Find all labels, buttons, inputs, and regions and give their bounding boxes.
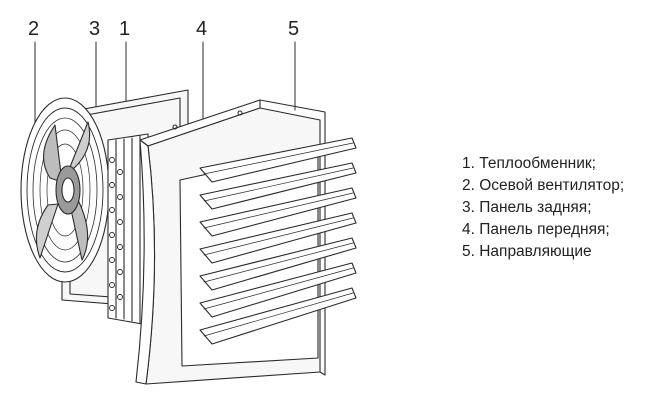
guide-vane-blade: [199, 187, 357, 237]
legend-item-heat-exchanger: 1. Теплообменник;: [462, 155, 596, 172]
guide-vane-blade: [199, 237, 357, 291]
guide-vane-edge: [203, 267, 354, 310]
guide-vane-edge: [203, 242, 354, 283]
guide-vane-edge: [203, 217, 354, 256]
louver-group: [199, 137, 357, 345]
guide-vane-edge: [203, 292, 354, 337]
guide-vane-blade: [199, 212, 357, 264]
heater-exploded-diagram: [0, 0, 357, 385]
callout-1: 1: [119, 18, 131, 40]
legend-item-guide-vanes: 5. Направляющие: [462, 243, 592, 260]
callout-2: 2: [28, 18, 40, 40]
callout-4: 4: [196, 18, 208, 40]
guide-vane-edge: [203, 142, 354, 175]
guide-vane-blade: [199, 262, 357, 318]
legend-item-axial-fan: 2. Осевой вентилятор;: [462, 177, 625, 194]
guide-vane-blade: [199, 137, 357, 183]
heat-exchanger: [107, 133, 149, 326]
guide-vane-edge: [203, 167, 354, 202]
parts-legend: 1. Теплообменник; 2. Осевой вентилятор; …: [462, 153, 624, 263]
guide-vanes: [0, 0, 1, 1]
callout-3: 3: [89, 18, 101, 40]
legend-item-rear-panel: 3. Панель задняя;: [462, 199, 592, 216]
callout-5: 5: [288, 18, 300, 40]
guide-vane-blade: [199, 287, 357, 345]
legend-item-front-panel: 4. Панель передняя;: [462, 221, 610, 238]
guide-vane-blade: [199, 162, 357, 210]
axial-fan: [20, 97, 110, 283]
guide-vane-edge: [203, 192, 354, 229]
